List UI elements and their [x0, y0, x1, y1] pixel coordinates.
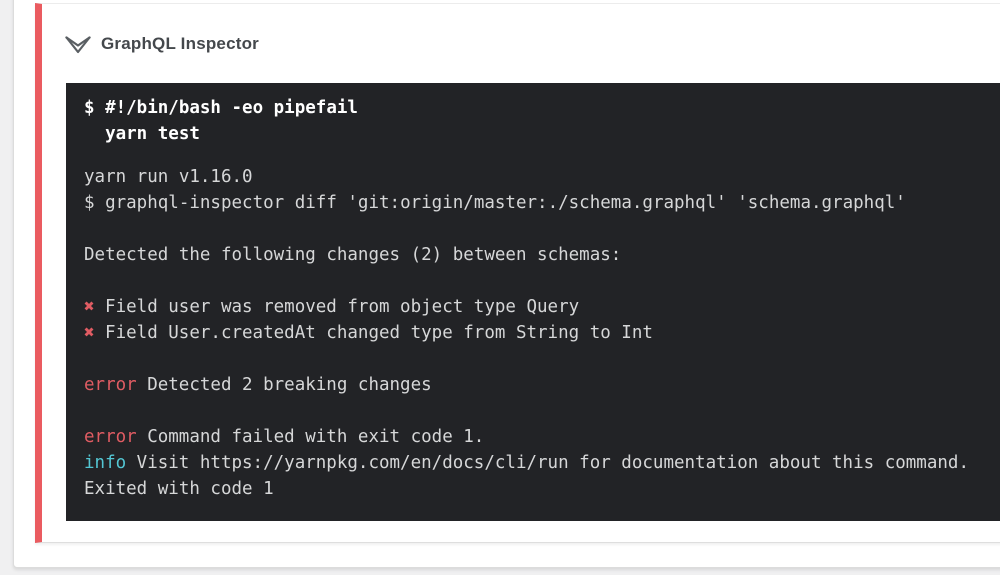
error-line: error Command failed with exit code 1.: [84, 424, 1000, 450]
command-echo-block: $ #!/bin/bash -eo pipefail yarn test: [84, 95, 1000, 147]
info-text: Visit https://yarnpkg.com/en/docs/cli/ru…: [136, 453, 969, 473]
command-line: $ #!/bin/bash -eo pipefail: [84, 98, 358, 118]
breaking-change-text: Field User.createdAt changed type from S…: [105, 323, 653, 343]
collapse-chevron-icon[interactable]: [65, 33, 91, 55]
info-line: info Visit https://yarnpkg.com/en/docs/cl…: [84, 450, 1000, 476]
failed-step-section: GraphQL Inspector $ #!/bin/bash -eo pipe…: [35, 3, 1000, 543]
info-label: info: [84, 453, 127, 473]
breaking-change-text: Field user was removed from object type …: [105, 297, 580, 317]
exit-code-line: Exited with code 1: [84, 479, 274, 499]
breaking-x-icon: ✖: [84, 323, 95, 343]
terminal-output: $ #!/bin/bash -eo pipefail yarn test yar…: [66, 83, 1000, 521]
error-line: error Detected 2 breaking changes: [84, 372, 1000, 398]
error-text: Detected 2 breaking changes: [147, 375, 432, 395]
diff-command-line: $ graphql-inspector diff 'git:origin/mas…: [84, 193, 906, 213]
command-line: yarn test: [84, 124, 200, 144]
yarn-version-line: yarn run v1.16.0: [84, 167, 253, 187]
breaking-change-line: ✖ Field User.createdAt changed type from …: [84, 320, 1000, 346]
detected-changes-line: Detected the following changes (2) betwe…: [84, 245, 622, 265]
breaking-change-line: ✖ Field user was removed from object type…: [84, 294, 1000, 320]
error-label: error: [84, 375, 137, 395]
error-label: error: [84, 427, 137, 447]
step-title: GraphQL Inspector: [101, 33, 260, 53]
breaking-x-icon: ✖: [84, 297, 95, 317]
build-output-card: GraphQL Inspector $ #!/bin/bash -eo pipe…: [13, 0, 1000, 568]
step-header[interactable]: GraphQL Inspector: [42, 4, 1000, 83]
error-text: Command failed with exit code 1.: [147, 427, 485, 447]
